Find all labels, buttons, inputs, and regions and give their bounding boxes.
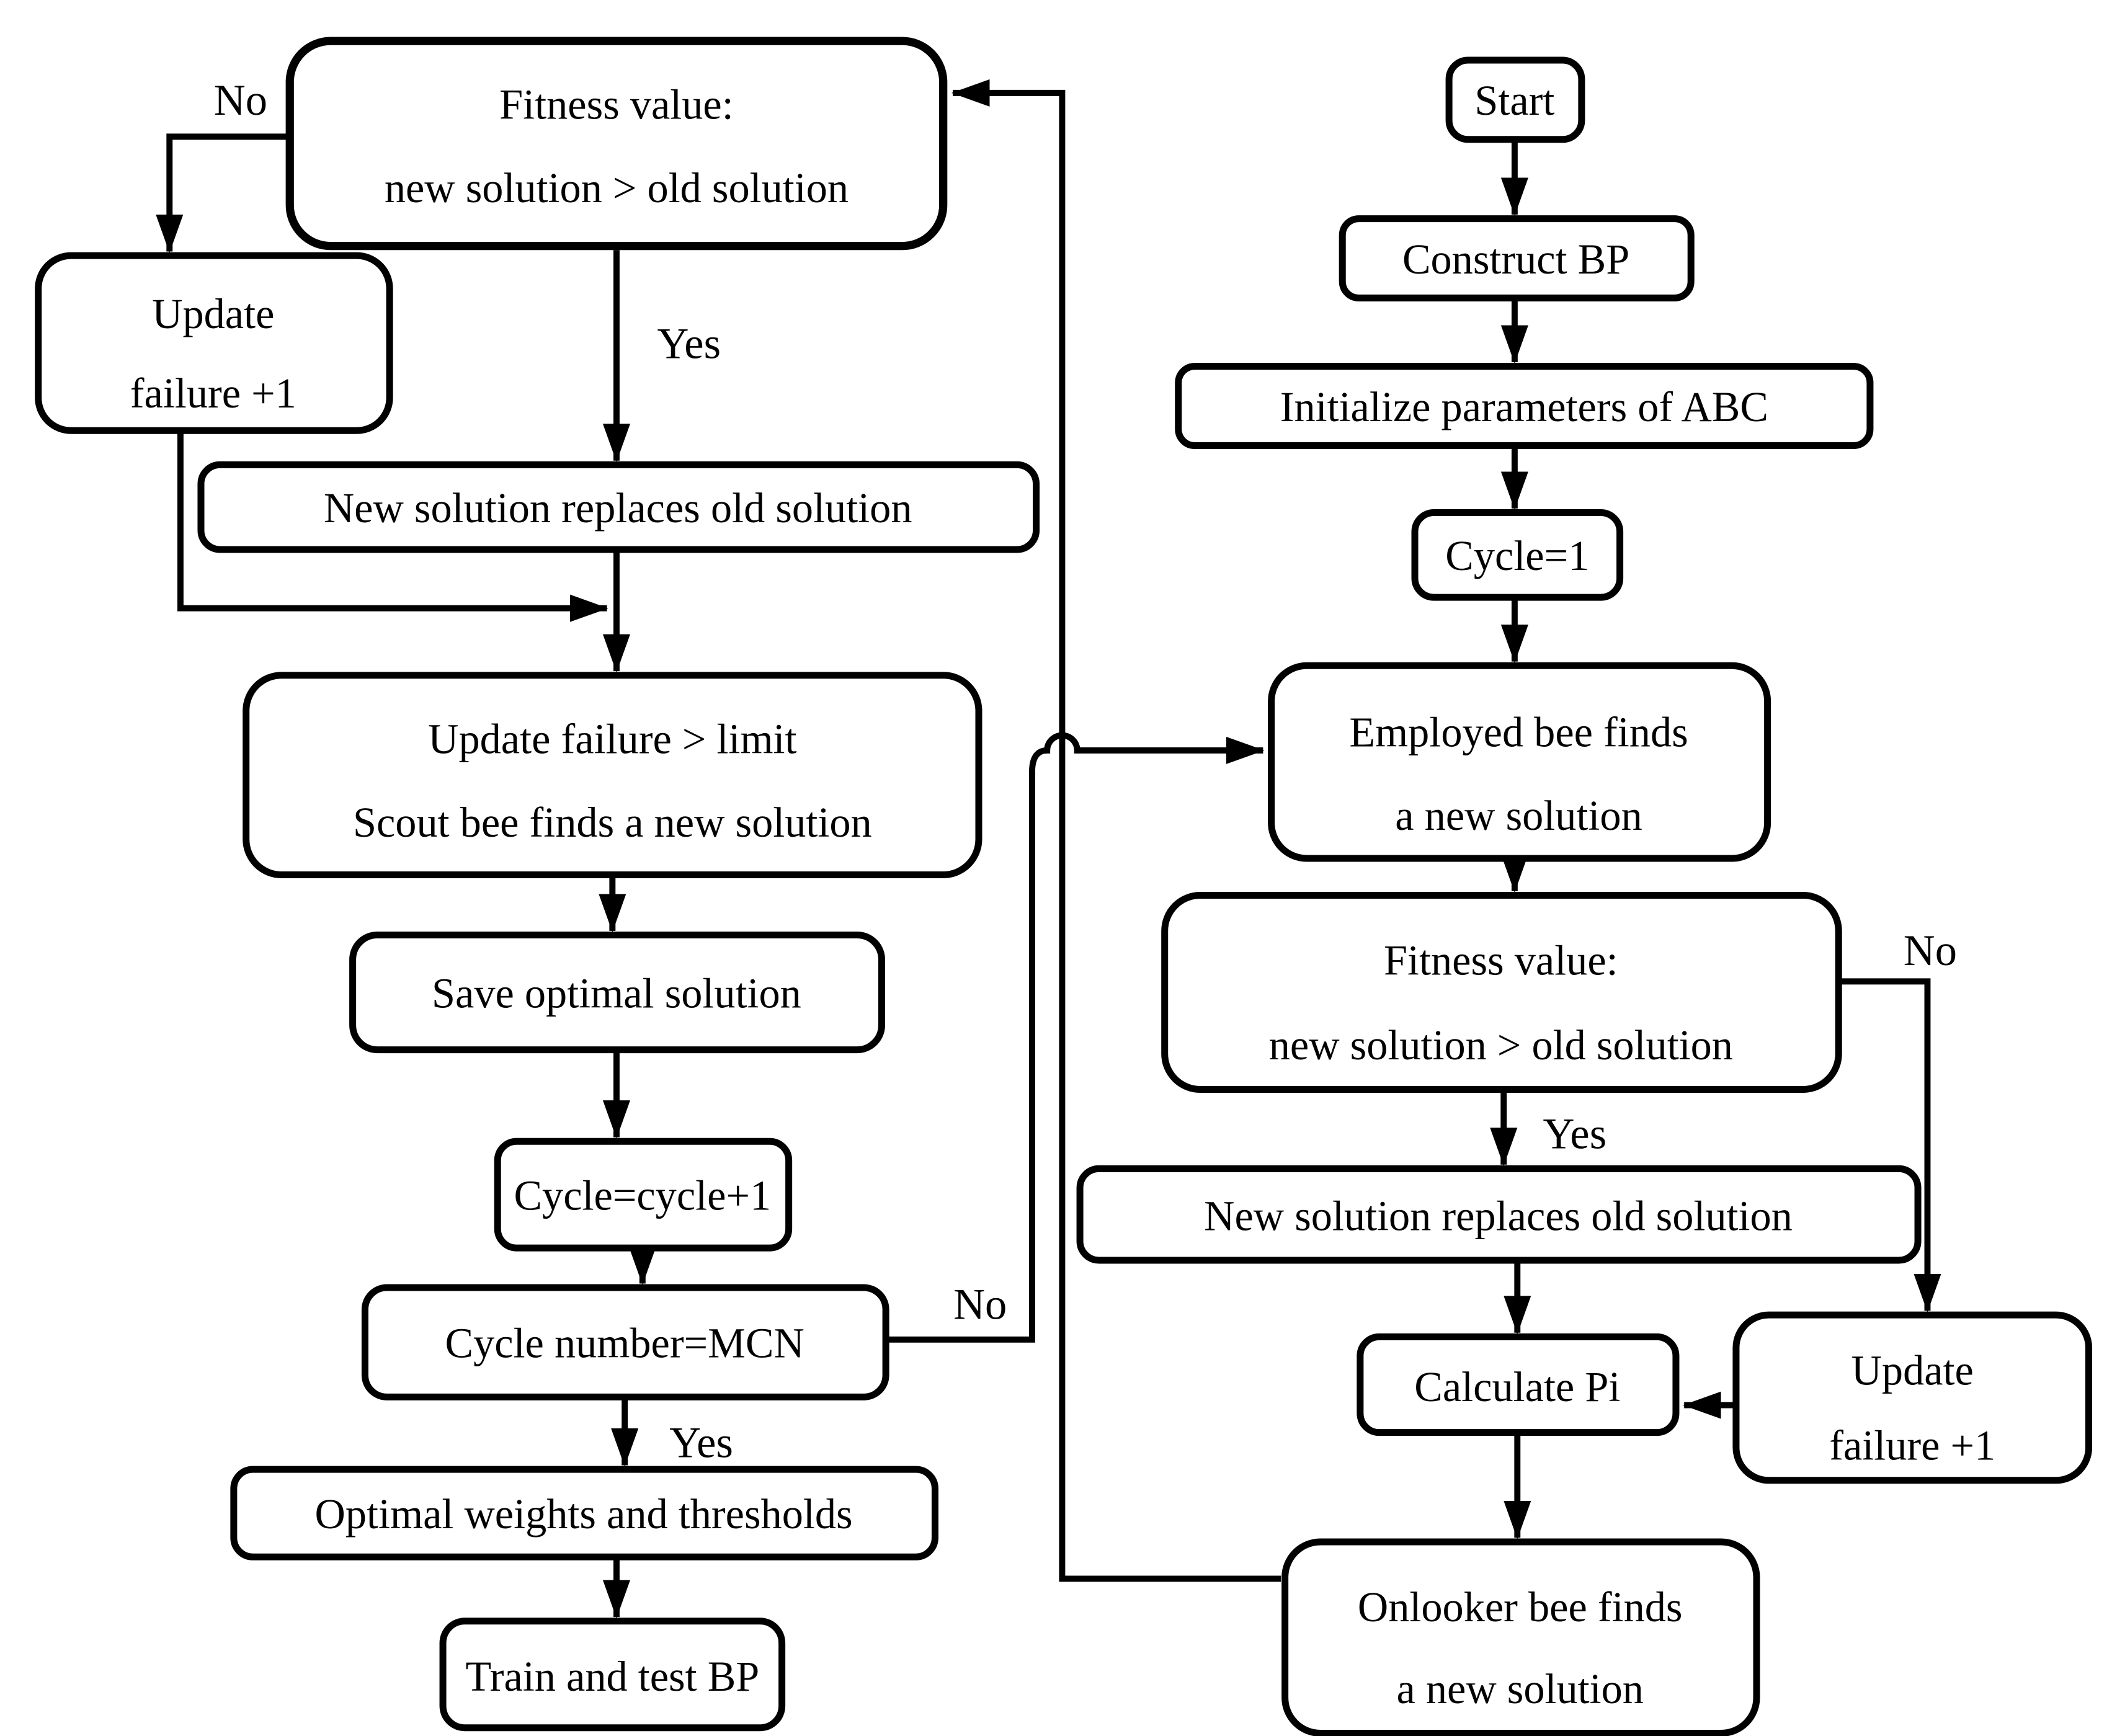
node-calculate-pi: Calculate Pi xyxy=(1357,1333,1680,1436)
edge-onlooker-loop-to-fitnessleft xyxy=(951,79,1281,1582)
label-yes-right: Yes xyxy=(1543,1110,1607,1158)
node-optimal-weights: Optimal weights and thresholds xyxy=(230,1466,938,1560)
node-cycle-mcn-line1: Cycle number=MCN xyxy=(445,1319,804,1366)
node-update-failure-left-line2: failure +1 xyxy=(130,370,296,417)
node-employed-bee-box xyxy=(1268,662,1771,862)
node-start: Start xyxy=(1445,56,1585,143)
node-cycle-one-box xyxy=(1411,509,1624,601)
node-onlooker-bee-line1: Onlooker bee finds xyxy=(1358,1583,1683,1631)
node-update-limit-scout: Update failure > limit Scout bee finds a… xyxy=(243,672,982,878)
node-save-optimal: Save optimal solution xyxy=(349,931,886,1054)
node-start-line1: Start xyxy=(1474,77,1554,124)
node-init-abc: Initialize parameters of ABC xyxy=(1175,363,1874,449)
node-new-solution-left: New solution replaces old solution xyxy=(197,461,1040,553)
node-update-failure-left-line1: Update xyxy=(152,290,274,337)
node-new-solution-left-box xyxy=(197,461,1040,553)
node-init-abc-box xyxy=(1175,363,1874,449)
node-cycle-increment: Cycle=cycle+1 xyxy=(494,1137,793,1252)
node-cycle-mcn: Cycle number=MCN xyxy=(361,1284,889,1400)
node-optimal-weights-box xyxy=(230,1466,938,1560)
node-fitness-left-line2: new solution > old solution xyxy=(385,164,849,211)
label-yes-mcn: Yes xyxy=(669,1418,733,1467)
node-cycle-increment-box xyxy=(494,1137,793,1252)
node-fitness-right-box xyxy=(1161,892,1842,1093)
node-calculate-pi-box xyxy=(1357,1333,1680,1436)
node-fitness-right: Fitness value: new solution > old soluti… xyxy=(1161,892,1842,1093)
node-train-test-bp: Train and test BP xyxy=(439,1618,786,1732)
edge-fitnessright-no-branch xyxy=(1838,978,1941,1312)
node-onlooker-bee-line2: a new solution xyxy=(1396,1665,1643,1712)
edge-mcn-no-to-employed xyxy=(886,732,1265,1343)
node-fitness-right-line1: Fitness value: xyxy=(1384,937,1618,984)
node-calculate-pi-line1: Calculate Pi xyxy=(1414,1363,1620,1410)
node-fitness-left-line1: Fitness value: xyxy=(499,81,734,128)
node-new-solution-right-line1: New solution replaces old solution xyxy=(1204,1192,1793,1239)
node-update-limit-scout-line1: Update failure > limit xyxy=(428,715,796,762)
node-cycle-mcn-box xyxy=(361,1284,889,1400)
node-optimal-weights-line1: Optimal weights and thresholds xyxy=(315,1490,853,1538)
node-new-solution-left-line1: New solution replaces old solution xyxy=(324,484,912,532)
node-cycle-increment-line1: Cycle=cycle+1 xyxy=(514,1172,771,1219)
edge-updatefailleft-join xyxy=(177,430,608,622)
node-fitness-left: Fitness value: new solution > old soluti… xyxy=(285,37,948,251)
node-update-failure-right-line1: Update xyxy=(1851,1347,1974,1394)
label-yes-left: Yes xyxy=(657,319,721,368)
node-employed-bee: Employed bee finds a new solution xyxy=(1268,662,1771,862)
node-fitness-left-box xyxy=(285,37,948,251)
node-update-failure-left: Update failure +1 xyxy=(35,252,393,434)
node-save-optimal-line1: Save optimal solution xyxy=(432,969,801,1017)
node-init-abc-line1: Initialize parameters of ABC xyxy=(1280,383,1768,430)
node-construct-bp: Construct BP xyxy=(1339,215,1695,301)
node-cycle-one: Cycle=1 xyxy=(1411,509,1624,601)
node-train-test-bp-box xyxy=(439,1618,786,1732)
label-no-top-left: No xyxy=(214,76,267,125)
edge-fitnessleft-no-branch xyxy=(156,133,293,253)
node-update-failure-right-line2: failure +1 xyxy=(1829,1422,1995,1469)
label-no-right: No xyxy=(1904,927,1957,975)
node-fitness-right-line2: new solution > old solution xyxy=(1269,1022,1733,1069)
node-new-solution-right-box xyxy=(1076,1165,1922,1264)
node-update-failure-left-box xyxy=(35,252,393,434)
node-save-optimal-box xyxy=(349,931,886,1054)
node-cycle-one-line1: Cycle=1 xyxy=(1445,532,1589,579)
node-onlooker-bee: Onlooker bee finds a new solution xyxy=(1281,1538,1760,1736)
node-update-failure-right-box xyxy=(1732,1311,2093,1484)
label-no-mcn: No xyxy=(953,1281,1007,1329)
node-employed-bee-line2: a new solution xyxy=(1395,792,1642,839)
node-start-box xyxy=(1445,56,1585,143)
node-new-solution-right: New solution replaces old solution xyxy=(1076,1165,1922,1264)
node-update-failure-right: Update failure +1 xyxy=(1732,1311,2093,1484)
node-construct-bp-box xyxy=(1339,215,1695,301)
node-construct-bp-line1: Construct BP xyxy=(1402,236,1629,283)
node-employed-bee-line1: Employed bee finds xyxy=(1349,708,1688,755)
node-update-limit-scout-box xyxy=(243,672,982,878)
node-onlooker-bee-box xyxy=(1281,1538,1760,1736)
node-train-test-bp-line1: Train and test BP xyxy=(465,1653,759,1700)
node-update-limit-scout-line2: Scout bee finds a new solution xyxy=(353,799,872,846)
